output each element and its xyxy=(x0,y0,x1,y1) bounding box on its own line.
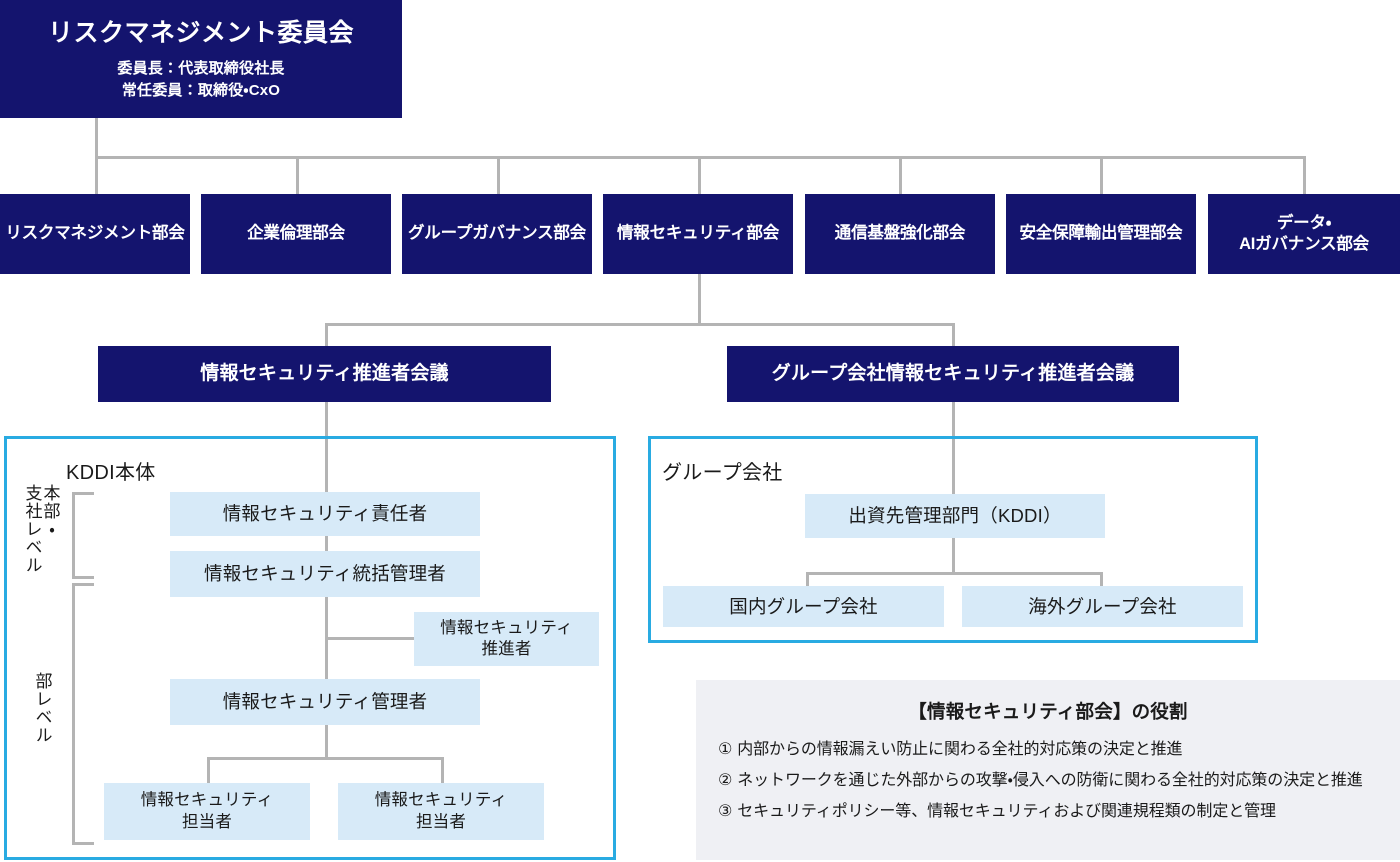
connector-manager-to-staff-bus xyxy=(325,725,328,759)
conference-box-group-security-promoters: グループ会社情報セキュリティ推進者会議 xyxy=(727,346,1179,402)
department-label: 企業倫理部会 xyxy=(247,224,345,243)
committee-chair-line: 委員長：代表取締役社長 xyxy=(117,60,285,78)
node-information-security-responsible: 情報セキュリティ責任者 xyxy=(170,492,480,536)
level-label-line1: 部レベル xyxy=(32,672,52,744)
kddi-body-panel-label: KDDI本体 xyxy=(66,462,156,484)
bracket-headquarters-branch xyxy=(72,492,94,579)
department-label: 情報セキュリティ部会 xyxy=(616,224,779,243)
legend-item-text: セキュリティポリシー等、情報セキュリティおよび関連規程類の制定と管理 xyxy=(737,803,1276,820)
connector-left-conference-to-panel xyxy=(325,402,328,494)
node-label: 海外グループ会社 xyxy=(1028,595,1177,617)
connector-drop-staff-left xyxy=(207,757,210,784)
department-label-line1: データ・ xyxy=(1276,213,1332,232)
node-label-line1: 情報セキュリティ xyxy=(374,791,508,810)
node-investment-management-department: 出資先管理部門（KDDI） xyxy=(805,494,1105,538)
legend-title: 【情報セキュリティ部会】の役割 xyxy=(908,701,1188,722)
connector-group-company-bus xyxy=(806,572,1103,575)
department-label-line2: AIガバナンス部会 xyxy=(1239,235,1369,253)
level-label-line2: 支社レベル xyxy=(22,484,42,574)
node-label: 国内グループ会社 xyxy=(729,595,878,617)
connector-drop-domestic xyxy=(806,572,809,589)
committee-title: リスクマネジメント委員会 xyxy=(47,19,354,48)
legend-item: ① 内部からの情報漏えい防止に関わる全社的対応策の決定と推進 xyxy=(718,738,1378,762)
connector-drop-dept-7 xyxy=(1303,156,1306,194)
node-overseas-group-company: 海外グループ会社 xyxy=(962,586,1243,627)
group-company-panel xyxy=(648,436,1258,643)
conference-box-security-promoters: 情報セキュリティ推進者会議 xyxy=(98,346,551,402)
conference-label: 情報セキュリティ推進者会議 xyxy=(200,362,449,384)
node-label-line2: 担当者 xyxy=(181,812,233,831)
node-information-security-staff-right: 情報セキュリティ 担当者 xyxy=(338,783,544,840)
connector-staff-bus xyxy=(207,757,444,760)
level-label-headquarters-branch: 本部・ 支社レベル xyxy=(18,484,64,584)
department-label: グループガバナンス部会 xyxy=(408,224,586,243)
legend-item: ③ セキュリティポリシー等、情報セキュリティおよび関連規程類の制定と管理 xyxy=(718,800,1378,824)
connector-investment-dept-drop xyxy=(952,538,955,574)
node-label: 出資先管理部門（KDDI） xyxy=(848,505,1062,527)
connector-drop-dept-3 xyxy=(497,156,500,194)
connector-drop-dept-6 xyxy=(1100,156,1103,194)
legend-item-number: ③ xyxy=(718,803,733,820)
department-label: 通信基盤強化部会 xyxy=(834,224,966,243)
department-box-security-export-control: 安全保障輸出管理部会 xyxy=(1006,194,1196,274)
connector-branch-to-promoter xyxy=(325,637,417,640)
department-box-group-governance: グループガバナンス部会 xyxy=(402,194,592,274)
connector-top-drop xyxy=(95,118,98,158)
connector-drop-dept-2 xyxy=(296,156,299,194)
legend-item-number: ① xyxy=(718,741,733,758)
department-box-corporate-ethics: 企業倫理部会 xyxy=(201,194,391,274)
connector-infosec-drop xyxy=(698,274,701,325)
department-box-information-security: 情報セキュリティ部会 xyxy=(603,194,793,274)
legend-item-number: ② xyxy=(718,772,733,789)
legend-item-text: ネットワークを通じた外部からの攻撃・侵入への防衛に関わる全社的対応策の決定と推進 xyxy=(737,772,1363,789)
connector-drop-overseas xyxy=(1100,572,1103,589)
connector-responsible-to-general-manager xyxy=(325,528,328,553)
node-information-security-manager: 情報セキュリティ管理者 xyxy=(170,679,480,725)
node-label-line2: 推進者 xyxy=(481,640,532,658)
department-label: リスクマネジメント部会 xyxy=(5,224,185,243)
level-label-department: 部レベル xyxy=(20,672,64,762)
node-label-line1: 情報セキュリティ xyxy=(140,791,274,810)
node-information-security-general-manager: 情報セキュリティ統括管理者 xyxy=(170,551,480,597)
node-label-line2: 担当者 xyxy=(415,812,467,831)
level-label-line1: 本部・ xyxy=(40,484,60,538)
legend-item-text: 内部からの情報漏えい防止に関わる全社的対応策の決定と推進 xyxy=(737,741,1183,758)
committee-members-line: 常任委員：取締役・CxO xyxy=(121,81,281,99)
connector-drop-dept-5 xyxy=(899,156,902,194)
node-label: 情報セキュリティ統括管理者 xyxy=(204,563,446,585)
connector-drop-dept-1 xyxy=(95,156,98,194)
department-box-data-ai-governance: データ・ AIガバナンス部会 xyxy=(1208,194,1400,274)
department-label: 安全保障輸出管理部会 xyxy=(1019,224,1183,243)
department-box-network-infrastructure: 通信基盤強化部会 xyxy=(805,194,995,274)
node-domestic-group-company: 国内グループ会社 xyxy=(663,586,944,627)
connector-drop-conference-right xyxy=(952,323,955,346)
connector-right-conference-to-panel xyxy=(952,402,955,494)
bracket-department-level xyxy=(72,583,94,845)
information-security-committee-role-legend: 【情報セキュリティ部会】の役割 ① 内部からの情報漏えい防止に関わる全社的対応策… xyxy=(696,680,1400,860)
node-label: 情報セキュリティ管理者 xyxy=(222,691,428,713)
node-information-security-promoter: 情報セキュリティ 推進者 xyxy=(414,612,599,666)
conference-label: グループ会社情報セキュリティ推進者会議 xyxy=(771,362,1135,384)
connector-drop-conference-left xyxy=(325,323,328,346)
group-company-panel-label: グループ会社 xyxy=(662,462,783,484)
kddi-body-panel xyxy=(4,436,616,860)
legend-item: ② ネットワークを通じた外部からの攻撃・侵入への防衛に関わる全社的対応策の決定と… xyxy=(718,769,1378,793)
department-box-risk-management: リスクマネジメント部会 xyxy=(0,194,190,274)
connector-conference-bus xyxy=(325,323,955,326)
connector-drop-dept-4 xyxy=(698,156,701,194)
committee-subtitle: 委員長：代表取締役社長 常任委員：取締役・CxO xyxy=(117,58,284,101)
node-label: 情報セキュリティ責任者 xyxy=(222,503,428,525)
node-label-line1: 情報セキュリティ xyxy=(440,618,573,637)
node-information-security-staff-left: 情報セキュリティ 担当者 xyxy=(104,783,310,840)
connector-drop-staff-right xyxy=(441,757,444,784)
risk-management-committee-box: リスクマネジメント委員会 委員長：代表取締役社長 常任委員：取締役・CxO xyxy=(0,0,402,118)
